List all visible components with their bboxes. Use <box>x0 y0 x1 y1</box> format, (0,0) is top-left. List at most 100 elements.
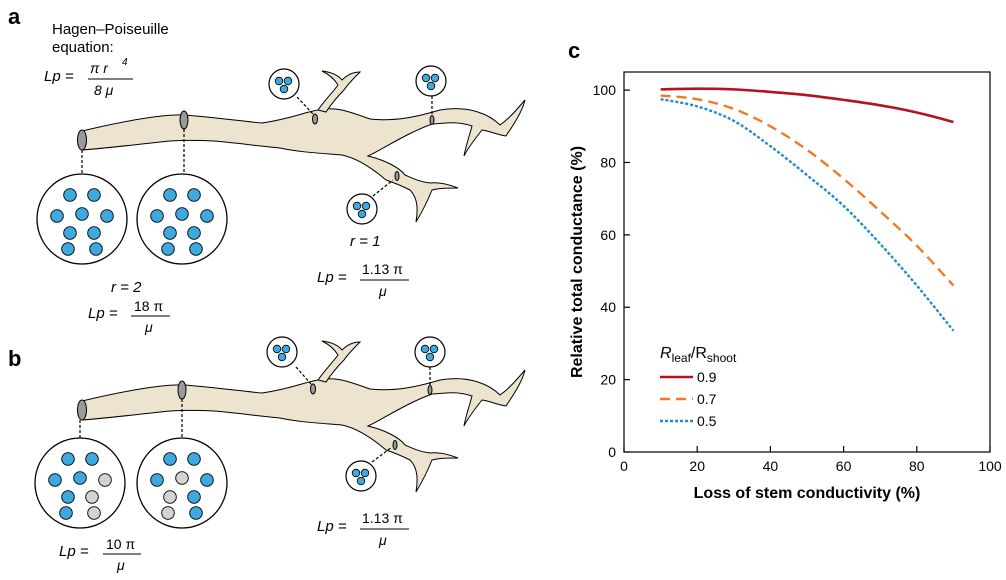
vessel-dot <box>187 226 201 240</box>
vessel-cross-section-small-b1 <box>266 336 298 368</box>
stem-cross-section-a1 <box>77 129 87 151</box>
vessel-cross-section-small-a1 <box>268 68 300 100</box>
vessel-dot <box>163 490 177 504</box>
x-tick-label: 80 <box>909 458 925 474</box>
vessel-dot <box>175 207 189 221</box>
stem-cross-section-a4 <box>429 115 435 125</box>
x-tick-label: 0 <box>620 458 628 474</box>
vessels-a2 <box>150 188 214 256</box>
equation-exponent: 4 <box>122 57 128 68</box>
vessels-a1 <box>50 188 114 256</box>
y-tick-label: 40 <box>600 299 616 315</box>
vessel-dot <box>200 473 214 487</box>
vessel-dot <box>187 452 201 466</box>
lp-right-denominator-a: μ <box>378 283 387 299</box>
legend-label: 0.7 <box>697 391 717 407</box>
lp-right-numerator-a: 1.13 π <box>362 261 403 277</box>
equation-title-line2: equation: <box>52 39 114 56</box>
vessel-dot <box>163 452 177 466</box>
vessel-dot <box>163 188 177 202</box>
series-line-0-5 <box>660 97 955 332</box>
vessel-dot <box>75 207 89 221</box>
y-tick-label: 100 <box>593 82 617 98</box>
vessel-dot <box>100 209 114 223</box>
vessel-dot <box>189 506 203 520</box>
stem-a <box>77 70 526 223</box>
panel-b: b <box>8 336 526 573</box>
lp-right-numerator-b: 1.13 π <box>362 510 403 526</box>
plot-frame <box>623 71 991 453</box>
equation-title-line1: Hagen–Poiseuille <box>52 21 169 38</box>
vessel-dot <box>98 473 112 487</box>
vessel-dot <box>63 188 77 202</box>
vessel-dot <box>85 490 99 504</box>
lp-left-numerator-b: 10 π <box>106 536 135 552</box>
chart-series <box>660 87 955 332</box>
equation-lhs: Lp = <box>44 68 74 85</box>
x-tick-label: 40 <box>763 458 779 474</box>
legend-items: 0.9 0.7 0.5 <box>660 369 717 429</box>
vessel-cross-section-small-a2 <box>415 65 447 97</box>
vessel-dot <box>59 506 73 520</box>
equation-denominator: 8 μ <box>94 82 114 98</box>
legend-label: 0.5 <box>697 413 717 429</box>
radius-label-right: r = 1 <box>350 233 380 250</box>
y-tick-label: 60 <box>600 227 616 243</box>
lp-left-numerator-a: 18 π <box>134 298 163 314</box>
lp-right-lhs-b: Lp = <box>317 518 347 535</box>
y-axis-label: Relative total conductance (%) <box>569 146 586 378</box>
vessel-dot <box>200 209 214 223</box>
vessel-dot <box>61 452 75 466</box>
vessel-dot <box>48 473 62 487</box>
legend-label: 0.9 <box>697 369 717 385</box>
stem-cross-section-a2 <box>179 110 189 130</box>
lp-left-lhs-b: Lp = <box>59 543 89 560</box>
vessel-dot <box>163 226 177 240</box>
vessels-b1 <box>48 452 112 520</box>
series-line-0-7 <box>660 94 955 287</box>
x-axis-label: Loss of stem conductivity (%) <box>694 485 921 502</box>
vessel-dot <box>187 490 201 504</box>
panel-c-letter: c <box>568 38 580 63</box>
vessel-dot <box>150 209 164 223</box>
vessel-cross-section-small-a3 <box>346 193 378 225</box>
y-tick-label: 80 <box>600 154 616 170</box>
lp-left-lhs-a: Lp = <box>88 305 118 322</box>
lp-right-lhs-a: Lp = <box>317 269 347 286</box>
stem-cross-section-a3 <box>312 113 318 125</box>
lp-right-denominator-b: μ <box>378 532 387 548</box>
vessel-dot <box>89 242 103 256</box>
vessel-dot <box>85 452 99 466</box>
leader-lines-a <box>81 96 433 197</box>
vessel-dot <box>189 242 203 256</box>
vessel-dot <box>161 242 175 256</box>
vessel-dot <box>87 506 101 520</box>
lp-left-denominator-b: μ <box>116 557 125 573</box>
panel-a-letter: a <box>8 4 21 29</box>
vessel-cross-section-small-b3 <box>345 460 377 492</box>
vessel-dot <box>87 188 101 202</box>
y-tick-label: 20 <box>600 372 616 388</box>
series-line-0-9 <box>660 87 954 124</box>
vessel-dot <box>161 506 175 520</box>
vessel-dot <box>61 490 75 504</box>
lp-left-denominator-a: μ <box>144 319 153 335</box>
vessel-dot <box>73 471 87 485</box>
vessel-dot <box>50 209 64 223</box>
equation-numerator: π r <box>90 60 109 76</box>
vessel-dot <box>150 473 164 487</box>
stem-cross-section-a5 <box>394 171 400 181</box>
legend: Rleaf/Rshoot 0.9 0.7 0.5 <box>660 345 737 429</box>
vessel-dot <box>87 226 101 240</box>
legend-title: Rleaf/Rshoot <box>660 345 737 365</box>
vessel-cross-section-small-b2 <box>414 336 446 368</box>
vessel-dot <box>63 226 77 240</box>
vessel-dot <box>187 188 201 202</box>
vessel-dot <box>61 242 75 256</box>
panel-a: a Hagen–Poiseuille equation: Lp = π r 4 … <box>8 4 526 335</box>
leader-lines-b <box>79 366 431 463</box>
